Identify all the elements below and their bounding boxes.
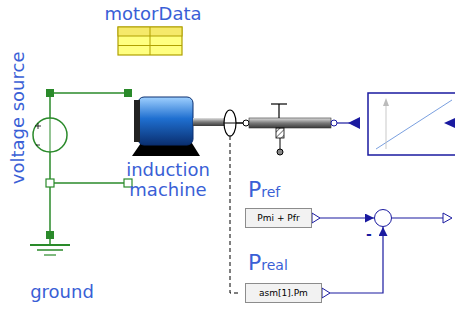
signal-name: Preal <box>248 252 288 274</box>
expression-text: asm[1].Pm <box>259 288 308 298</box>
sign-label: - <box>366 227 372 241</box>
signal-wires <box>230 136 452 298</box>
summation-circle: - <box>374 209 392 227</box>
signal-name: Pref <box>248 179 280 201</box>
ground-symbol <box>30 239 70 255</box>
component-label: ground <box>30 282 94 302</box>
component-label: motorData <box>105 4 202 24</box>
component-label: induction machine <box>113 160 223 200</box>
motor-data-table <box>118 27 182 55</box>
expression-block: PrefPmi + Pfr <box>245 208 312 228</box>
controller-block <box>368 93 455 155</box>
signal-connector <box>320 217 374 218</box>
induction-machine-icon <box>132 97 225 156</box>
expression-block: Prealasm[1].Pm <box>245 283 322 303</box>
torque-inertia <box>243 104 360 155</box>
expression-text: Pmi + Pfr <box>257 213 299 223</box>
power-sensor <box>224 110 244 136</box>
component-label: voltage source <box>8 52 28 185</box>
signal-connector <box>330 227 383 293</box>
voltage-source-symbol <box>33 89 132 239</box>
